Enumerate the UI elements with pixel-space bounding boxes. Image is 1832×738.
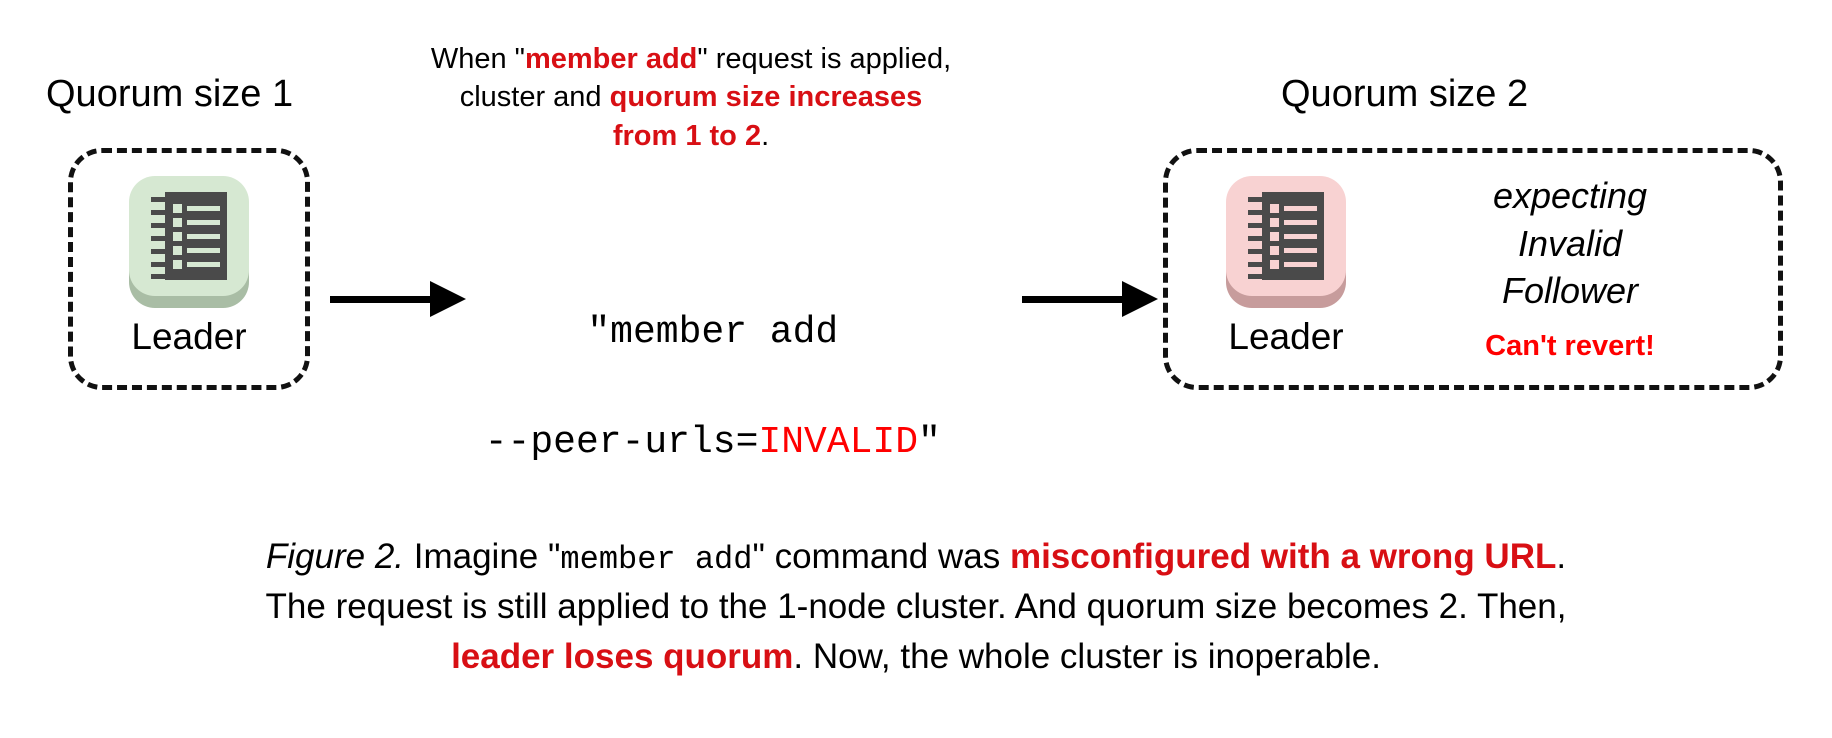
left-leader-node: Leader xyxy=(125,168,253,355)
figure-caption: Figure 2. Imagine "member add" command w… xyxy=(0,532,1832,682)
expecting-line-2: Invalid xyxy=(1517,222,1623,264)
caption-c6: The request is still applied to the 1-no… xyxy=(265,587,1567,627)
command-line-2-suffix: " xyxy=(918,421,941,465)
annotation-note: When "member add" request is applied, cl… xyxy=(406,40,976,155)
caption-line-2: The request is still applied to the 1-no… xyxy=(0,582,1832,632)
expecting-line-3: Follower xyxy=(1501,270,1639,312)
command-invalid-token: INVALID xyxy=(758,421,919,465)
right-leader-label: Leader xyxy=(1228,316,1344,357)
left-leader-label: Leader xyxy=(131,316,247,357)
caption-c8: . Now, the whole cluster is inoperable. xyxy=(793,637,1381,677)
cant-revert-warning: Can't revert! xyxy=(1485,330,1655,362)
expecting-line-1: expecting xyxy=(1492,175,1648,216)
note-seg-2: member add xyxy=(524,43,698,75)
caption-c4: misconfigured with a wrong URL xyxy=(1009,537,1557,576)
note-seg-6: from 1 to 2 xyxy=(612,119,762,152)
right-leader-node: Leader xyxy=(1222,168,1350,355)
command-line-1: "member add xyxy=(587,311,839,355)
note-seg-3: " request is applied, xyxy=(697,43,952,75)
caption-mono-cmd: member add xyxy=(560,541,753,578)
right-cluster-box xyxy=(1163,148,1783,390)
expecting-invalid-follower-text: expecting Invalid Follower xyxy=(1400,172,1740,315)
caption-line-1: Figure 2. Imagine "member add" command w… xyxy=(0,532,1832,582)
caption-c7: leader loses quorum xyxy=(451,637,794,677)
note-seg-7: . xyxy=(761,119,770,152)
left-cluster-title: Quorum size 1 xyxy=(46,73,294,115)
right-cluster-title: Quorum size 2 xyxy=(1281,73,1529,115)
note-seg-5: quorum size increases xyxy=(609,81,923,114)
caption-figure-label: Figure 2. xyxy=(265,537,405,576)
notebook-icon xyxy=(125,168,253,308)
note-seg-4: cluster and xyxy=(459,81,610,114)
caption-c1: Imagine " xyxy=(404,537,561,576)
caption-c3: " command was xyxy=(752,537,1010,576)
note-seg-1: When " xyxy=(430,43,525,75)
command-text: "member add --peer-urls=INVALID" xyxy=(420,250,960,470)
command-line-2-prefix: --peer-urls= xyxy=(484,421,759,465)
notebook-icon xyxy=(1222,168,1350,308)
caption-c5: . xyxy=(1556,537,1567,576)
left-cluster-box xyxy=(68,148,310,390)
caption-line-3: leader loses quorum. Now, the whole clus… xyxy=(0,632,1832,682)
